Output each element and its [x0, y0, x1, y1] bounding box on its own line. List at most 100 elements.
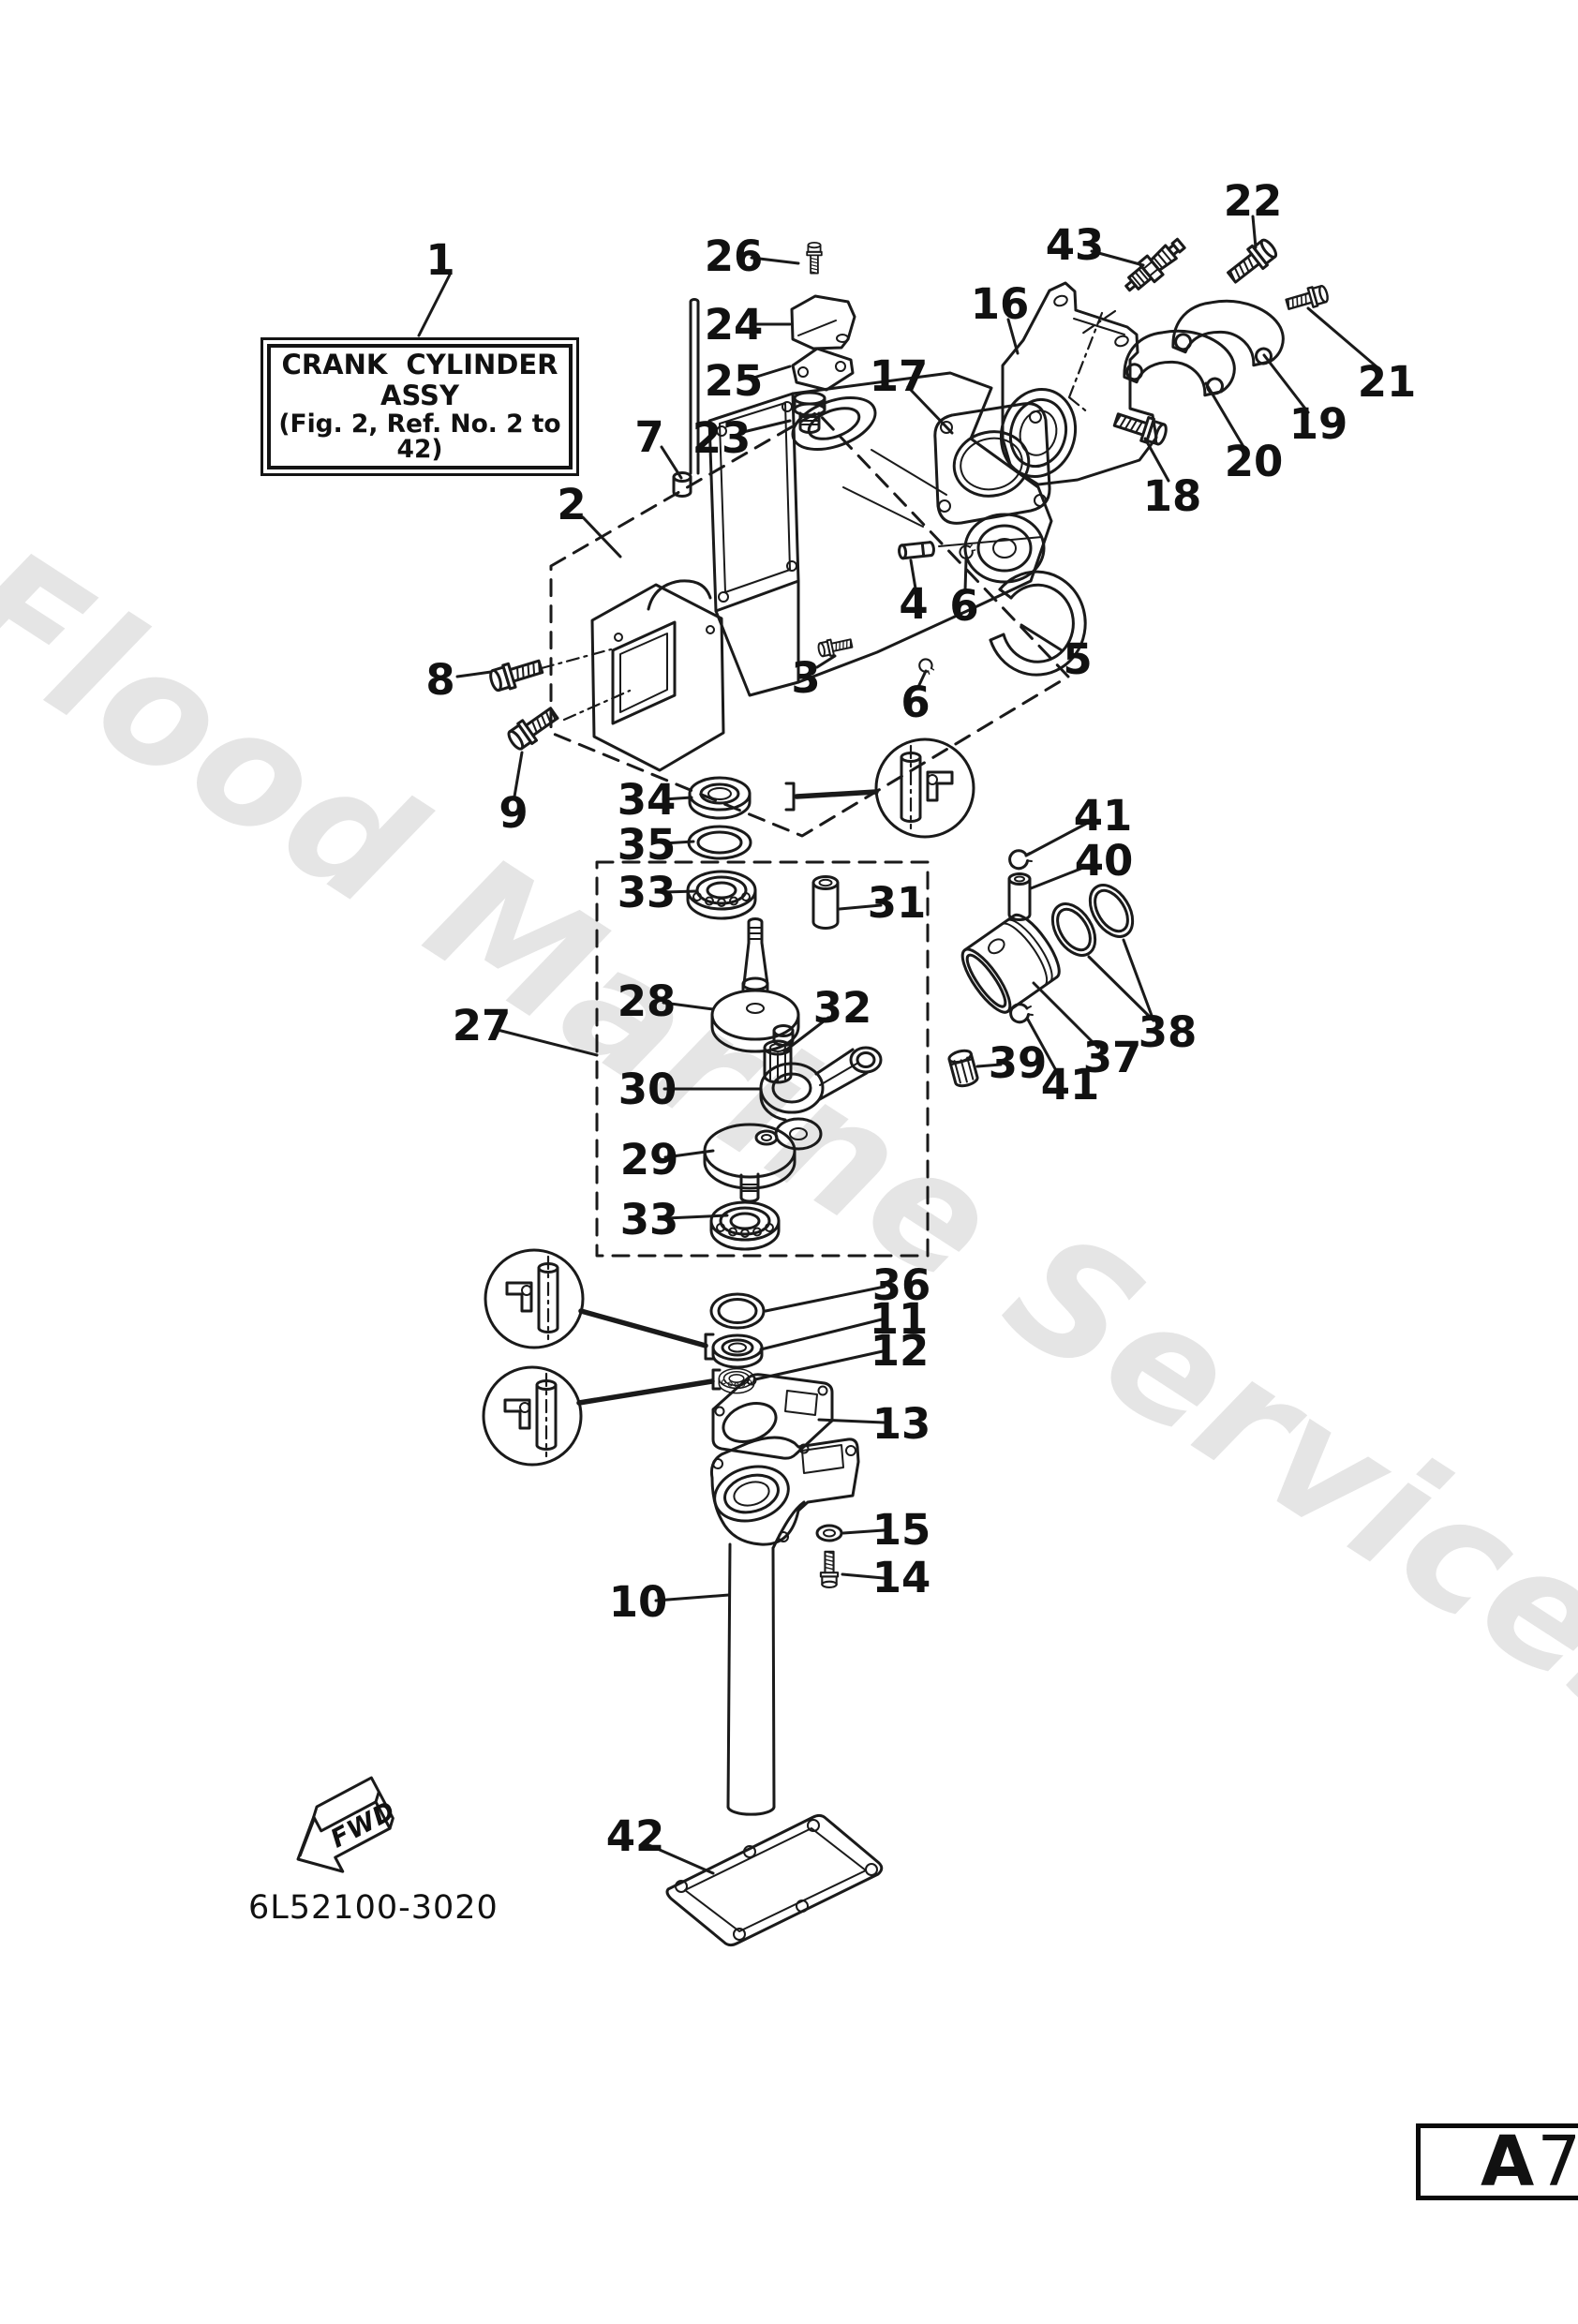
callout-4: 4: [899, 579, 928, 629]
page-code-digit: 7: [1537, 2122, 1578, 2202]
callout-13: 13: [872, 1399, 931, 1449]
leader-line: [975, 1063, 1003, 1068]
part-piston: [960, 913, 1061, 1014]
callout-1: 1: [425, 235, 454, 285]
leader-line: [1306, 306, 1380, 370]
leader-line: [817, 1418, 886, 1424]
callout-42: 42: [606, 1811, 665, 1861]
bracket-mark-34: [784, 782, 796, 812]
callout-20: 20: [1225, 437, 1284, 486]
leader-line: [764, 1285, 886, 1313]
leader-line: [753, 1349, 885, 1381]
callout-2: 2: [557, 480, 586, 529]
part-washer-15: [815, 1524, 843, 1542]
assembly-title-box: CRANK CYLINDER ASSY (Fig. 2, Ref. No. 2 …: [261, 337, 579, 476]
leader-line: [581, 515, 622, 559]
part-oil-plug: [793, 391, 826, 434]
pin-4-axis: [938, 536, 1043, 547]
callout-31: 31: [868, 878, 927, 928]
part-crankcase-body: [590, 579, 725, 772]
leader-line: [496, 1028, 599, 1057]
part-bolt-8: [486, 653, 546, 695]
part-piston-rings: [1050, 884, 1135, 957]
leader-line: [513, 751, 524, 798]
callout-18: 18: [1143, 471, 1202, 521]
leader-line: [654, 1593, 731, 1602]
leader-line: [1026, 1018, 1060, 1076]
leader-line: [841, 1528, 886, 1535]
fwd-arrow-label: FWD: [326, 1795, 401, 1854]
leader-line: [909, 559, 917, 590]
leader-line: [1087, 955, 1155, 1022]
part-pin-4: [898, 541, 935, 560]
callout-30: 30: [618, 1065, 677, 1114]
part-clip-6b: [916, 656, 937, 678]
part-oring-35: [687, 825, 752, 860]
leader-line: [663, 1149, 715, 1159]
leader-line: [1204, 381, 1247, 452]
page-code-letter: A: [1481, 2122, 1535, 2202]
callout-28: 28: [618, 976, 677, 1026]
callout-38: 38: [1139, 1007, 1198, 1057]
callout-35: 35: [618, 820, 677, 870]
leader-line: [1032, 981, 1100, 1050]
fwd-arrow: FWD: [296, 1776, 401, 1873]
leader-line: [643, 1841, 715, 1875]
drawing-number: 6L52100-3020: [248, 1889, 499, 1927]
callout-9: 9: [499, 788, 528, 838]
callout-17: 17: [870, 351, 929, 401]
title-box-line2: ASSY: [380, 379, 459, 411]
callout-15: 15: [872, 1505, 931, 1555]
title-box-figure-ref: (Fig. 2, Ref. No. 2 to 42): [278, 410, 561, 464]
callout-41: 41: [1074, 791, 1133, 841]
leader-line: [750, 256, 800, 265]
part-ring-36: [709, 1292, 766, 1330]
callout-12: 12: [871, 1326, 930, 1376]
part-crankshaft-lower: [703, 1117, 823, 1203]
title-box-line1: CRANK CYLINDER: [281, 348, 558, 380]
part-dowel-pin: [672, 298, 700, 498]
dashed-box-crankshaft-group: [595, 860, 930, 1258]
callout-10: 10: [609, 1577, 668, 1627]
leader-line: [749, 365, 792, 380]
bolt-axis-lines: [540, 648, 632, 722]
part-oil-seal-34: [688, 776, 752, 820]
leader-line: [906, 385, 954, 435]
leader-line: [838, 903, 883, 911]
callout-14: 14: [872, 1553, 931, 1602]
leader-line: [1006, 318, 1020, 355]
leader-line: [782, 1016, 830, 1053]
callout-6: 6: [901, 678, 930, 727]
leader-line: [916, 669, 928, 689]
callout-33: 33: [618, 868, 677, 917]
seal-detail-inset-mid: [484, 1248, 585, 1349]
leader-line: [662, 796, 693, 801]
callout-19: 19: [1289, 399, 1348, 449]
callout-11: 11: [870, 1294, 929, 1344]
part-bolt-9: [503, 701, 563, 754]
callout-24: 24: [705, 300, 764, 350]
part-sleeve-31: [811, 875, 840, 930]
part-bolt-22: [1223, 234, 1281, 289]
detail-pointer-lines: [576, 789, 879, 1406]
callout-27: 27: [453, 1001, 512, 1050]
leader-line: [1029, 864, 1090, 890]
part-crankshaft-upper: [710, 917, 800, 1053]
callout-39: 39: [989, 1038, 1048, 1088]
part-bolt-14: [819, 1550, 840, 1588]
callout-32: 32: [813, 983, 872, 1033]
callout-5: 5: [1063, 634, 1092, 684]
leader-line: [417, 273, 452, 337]
part-connecting-rod: [759, 1046, 883, 1122]
callout-43: 43: [1046, 220, 1105, 270]
leader-line: [815, 654, 837, 669]
part-breather-cover: [790, 294, 856, 350]
leader-line: [455, 670, 493, 678]
callout-40: 40: [1075, 836, 1134, 886]
part-base-gasket-42: [665, 1813, 884, 1947]
leader-line: [664, 1214, 729, 1220]
callout-36: 36: [872, 1260, 931, 1310]
callout-3: 3: [791, 653, 820, 703]
